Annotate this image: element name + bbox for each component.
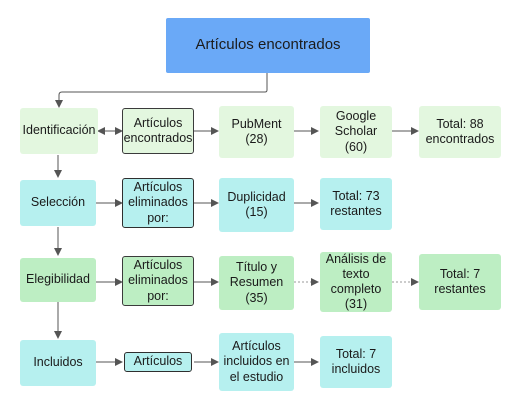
reason-duplicidad: Duplicidad (15) bbox=[219, 178, 294, 232]
result-incluidos-estudio: Artículos incluidos en el estudio bbox=[219, 333, 294, 391]
total-7-incluidos: Total: 7 incluidos bbox=[320, 336, 392, 388]
title-box: Artículos encontrados bbox=[166, 18, 370, 73]
stage-seleccion: Selección bbox=[20, 180, 96, 226]
source-pubment: PubMent (28) bbox=[219, 106, 294, 158]
stage-identificacion: Identificación bbox=[20, 108, 98, 154]
filter-eliminados-elegibilidad: Artículos eliminados por: bbox=[122, 256, 194, 306]
total-73-restantes: Total: 73 restantes bbox=[320, 178, 392, 230]
stage-incluidos: Incluidos bbox=[20, 340, 96, 386]
total-encontrados: Total: 88 encontrados bbox=[419, 106, 501, 158]
total-7-restantes: Total: 7 restantes bbox=[419, 254, 501, 310]
filter-articulos-encontrados: Artículos encontrados bbox=[122, 108, 194, 154]
source-google-scholar: Google Scholar (60) bbox=[320, 106, 392, 158]
filter-eliminados-seleccion: Artículos eliminados por: bbox=[122, 178, 194, 228]
stage-elegibilidad: Elegibilidad bbox=[20, 258, 96, 302]
filter-articulos-incluidos: Artículos bbox=[124, 352, 192, 372]
reason-analisis-texto: Análisis de texto completo (31) bbox=[320, 252, 392, 312]
reason-titulo-resumen: Título y Resumen (35) bbox=[219, 256, 294, 310]
edge-title-identificacion bbox=[55, 73, 268, 108]
